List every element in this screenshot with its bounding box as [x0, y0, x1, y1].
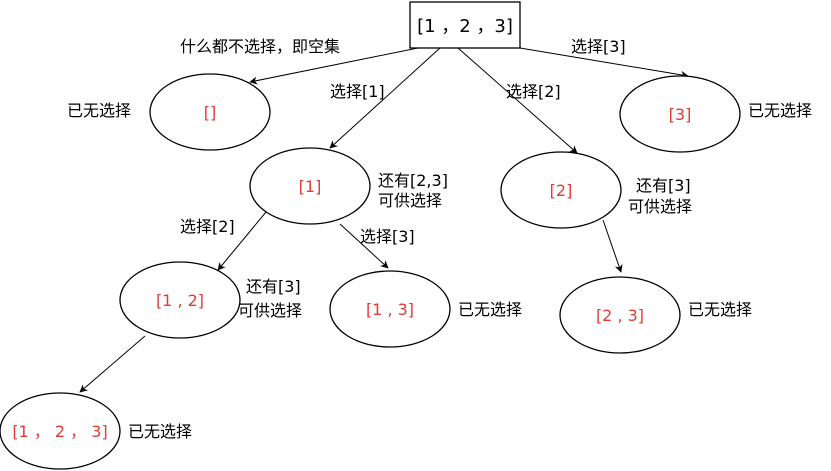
- edge-label-2: 选择[2]: [506, 82, 561, 101]
- edge-label-3: 选择[3]: [571, 37, 626, 56]
- node-12-label: [1 , 2]: [156, 291, 204, 310]
- node-23-label: [2 , 3]: [596, 306, 644, 325]
- root-label: [1 ，2 ，3]: [417, 16, 513, 37]
- node-2: [500, 151, 622, 229]
- note-2-line2: 可供选择: [628, 197, 692, 216]
- node-13: [329, 270, 451, 348]
- node-1-label: [1]: [299, 177, 322, 196]
- note-23: 已无选择: [688, 300, 752, 319]
- node-1: [249, 147, 371, 225]
- edge-root-empty: [249, 47, 419, 85]
- note-13: 已无选择: [458, 300, 522, 319]
- node-123-label: [1 ， 2 ， 3]: [12, 422, 107, 441]
- note-1-line1: 还有[2,3]: [378, 171, 448, 190]
- node-3: [619, 75, 741, 153]
- node-empty-label: []: [204, 103, 216, 122]
- edge-1-12: [217, 211, 267, 271]
- edge-label-1: 选择[1]: [330, 82, 385, 101]
- note-2-line1: 还有[3]: [636, 176, 691, 195]
- edge-2-23: [602, 219, 623, 273]
- node-23: [559, 276, 681, 354]
- root-box: [409, 1, 521, 49]
- edge-1-13: [339, 223, 389, 269]
- note-3: 已无选择: [748, 101, 812, 120]
- node-2-label: [2]: [550, 181, 573, 200]
- note-12-line1: 还有[3]: [246, 277, 301, 296]
- node-12: [119, 261, 241, 339]
- edge-label-1-2: 选择[2]: [180, 217, 235, 236]
- note-12-line2: 可供选择: [238, 301, 302, 320]
- edge-root-3: [519, 47, 689, 79]
- edge-label-none: 什么都不选择，即空集: [180, 37, 340, 56]
- note-123: 已无选择: [128, 422, 192, 441]
- note-1-line2: 可供选择: [378, 191, 442, 210]
- node-13-label: [1 , 3]: [366, 300, 414, 319]
- edge-root-1: [329, 47, 441, 149]
- edge-label-1-3: 选择[3]: [360, 227, 415, 246]
- node-123: [0, 392, 121, 470]
- node-3-label: [3]: [669, 105, 692, 124]
- note-empty: 已无选择: [67, 101, 131, 120]
- edge-12-123: [79, 335, 146, 393]
- edge-root-2: [457, 47, 578, 154]
- node-empty: [149, 73, 271, 151]
